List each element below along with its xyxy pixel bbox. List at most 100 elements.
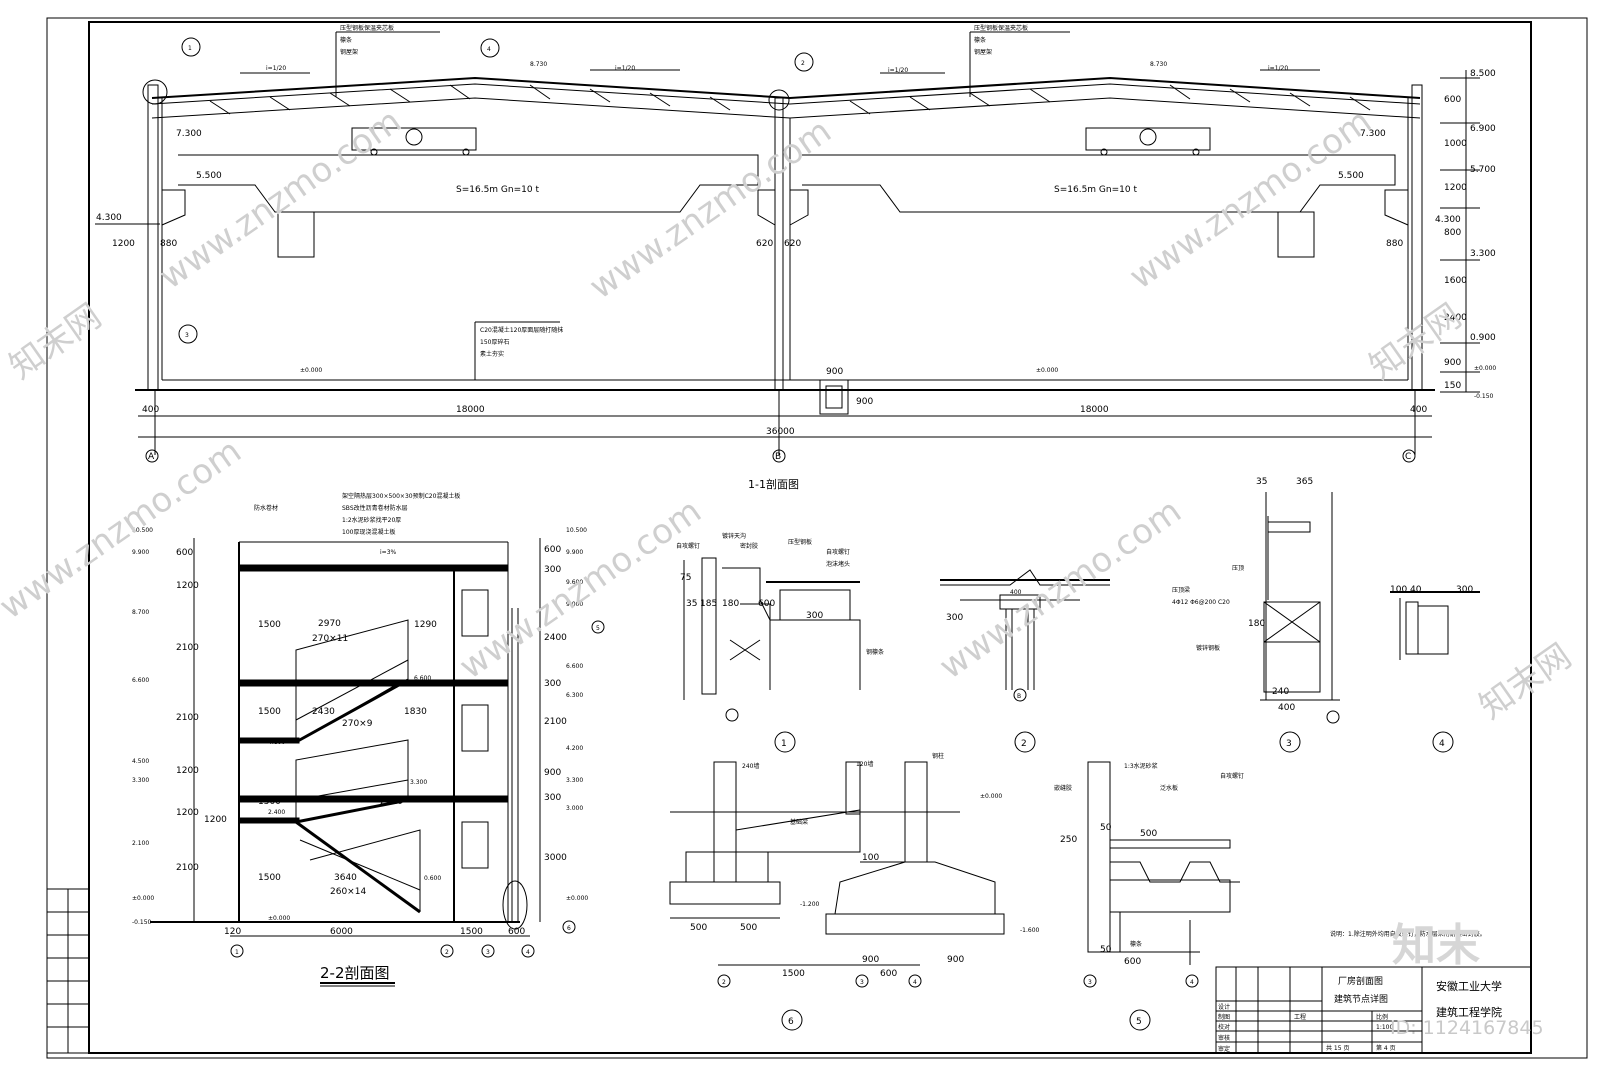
d1-dim-4: 600 <box>758 599 775 609</box>
floor-slab-3 <box>238 679 509 687</box>
window-3 <box>461 589 489 637</box>
axis-b: B <box>775 452 781 462</box>
st-dim-0: 1500 <box>258 620 281 630</box>
floor-slab-2 <box>238 795 509 803</box>
bay-dim-1: 18000 <box>456 405 485 415</box>
section-1-1 <box>95 31 1480 463</box>
roof22-note-1: SBS改性沥青卷材防水层 <box>342 504 408 512</box>
st-elev-0: 6.600 <box>414 675 431 682</box>
roof22-note-2: 1:2水泥砂浆找平20厚 <box>342 516 401 524</box>
r22-elev-2: 9.600 <box>566 579 583 586</box>
tb-school-2: 建筑工程学院 <box>1436 1005 1502 1019</box>
d6-note-3: 基础梁 <box>790 818 808 826</box>
d5-note-1: 嵌缝胶 <box>1054 784 1072 792</box>
d3-dim-0: 35 <box>1256 477 1267 487</box>
d1-dim-1: 35 <box>686 599 697 609</box>
detail-1 <box>683 557 861 753</box>
tb-row-5: 工程 <box>1294 1013 1306 1021</box>
r-elev-4: 3.300 <box>1470 249 1496 259</box>
d5-dim-3: 50 <box>1100 945 1112 955</box>
bt-dim-1: 6000 <box>330 927 353 937</box>
tb-row-1: 制图 <box>1218 1013 1230 1021</box>
ridge-elev-left: 8.730 <box>530 61 547 68</box>
gutter-b <box>768 89 790 111</box>
d6-dim-6: 100 <box>862 853 879 863</box>
d5-note-4: 檩条 <box>1130 940 1142 948</box>
left-ext-dim: 1200 <box>204 815 227 825</box>
wm-cn-1: 知末网 <box>2 296 108 387</box>
d3-note-0: 压顶 <box>1232 565 1244 572</box>
r22-elev-5: 6.300 <box>566 692 583 699</box>
slope-2: i=1/20 <box>615 65 635 72</box>
r-dim-6: 900 <box>1444 358 1461 368</box>
tb-scale-value: 1:100 <box>1376 1024 1393 1031</box>
d6-dim-1: 500 <box>740 923 757 933</box>
l22-elev-7: ±0.000 <box>132 895 154 902</box>
outer-frame <box>46 17 1588 1059</box>
d5-note-2: 泛水板 <box>1160 784 1178 792</box>
roof22-note-3: 100厚现浇混凝土板 <box>342 528 395 536</box>
d1-dim-0: 75 <box>680 573 691 583</box>
d5-dim-1: 50 <box>1100 823 1112 833</box>
floor-note-0: C20混凝土120厚面层随打随抹 <box>480 326 563 334</box>
slope-22: i=3% <box>380 549 397 556</box>
st-dim-4: 1500 <box>258 707 281 717</box>
detail-3 <box>1260 492 1340 753</box>
column-a <box>147 84 159 391</box>
window-2 <box>461 704 489 752</box>
col-dim-4: 880 <box>1386 239 1403 249</box>
detail-2-label: 2 <box>1021 739 1027 749</box>
d1-note-2: 镀锌天沟 <box>722 532 746 540</box>
d3-dim-1: 365 <box>1296 477 1313 487</box>
callout-6: 6 <box>567 925 571 932</box>
r-elev-7: -0.150 <box>1474 393 1494 400</box>
crane-label-right: S=16.5m Gn=10 t <box>1054 185 1137 195</box>
d3-note-3: 镀锌钢板 <box>1196 644 1220 652</box>
l22-elev-1: 9.900 <box>132 549 149 556</box>
roof-note-1: 檩条 <box>340 36 352 44</box>
r22-elev-8: 3.000 <box>566 805 583 812</box>
parapet-note: 防水卷材 <box>254 504 278 512</box>
wm-site-5: www.znzmo.com <box>452 491 708 687</box>
wm-brand: 知末 <box>1392 920 1480 971</box>
st-dim-11: 3640 <box>334 873 357 883</box>
bay-dim-3: 400 <box>1410 405 1427 415</box>
title-block <box>1215 966 1532 1054</box>
r22-elev-9: ±0.000 <box>566 895 588 902</box>
ax22-1: 1 <box>235 949 239 956</box>
wm-id: ID: 1124167845 <box>1390 1017 1544 1039</box>
l22-dim-2: 2100 <box>176 643 199 653</box>
roof-note-r0: 压型钢板保温夹芯板 <box>974 24 1028 32</box>
st-elev-5: ±0.000 <box>268 915 290 922</box>
tb-row-0: 设计 <box>1218 1003 1230 1011</box>
detail-2 <box>940 569 1110 753</box>
d6-note-0: 240墙 <box>742 762 759 770</box>
bay-dim-0: 400 <box>142 405 159 415</box>
d6-axis-2: 2 <box>722 979 726 986</box>
st-dim-5: 2430 <box>312 707 335 717</box>
section-1-1-text: 1-1剖面图 S=16.5m Gn=10 t S=16.5m Gn=10 t i… <box>96 24 1496 491</box>
r22-dim-0: 600 <box>544 545 561 555</box>
d2-dim-1: 400 <box>1010 589 1022 596</box>
st-dim-10: 1500 <box>258 873 281 883</box>
d5-note-3: 自攻螺钉 <box>1220 772 1244 780</box>
d4-dim-2: 300 <box>1456 585 1473 595</box>
callout-3: 3 <box>185 332 189 339</box>
d2-dim-0: 300 <box>946 613 963 623</box>
col-dim-0: 1200 <box>112 239 135 249</box>
st-elev-2: 3.300 <box>410 779 427 786</box>
detail-1-label: 1 <box>781 739 787 749</box>
st-dim-9: 2910 <box>380 797 403 807</box>
d5-axis-4: 4 <box>1190 979 1194 986</box>
r-dim-0: 600 <box>1444 95 1461 105</box>
detail-5 <box>1083 761 1240 1031</box>
r22-elev-6: 4.200 <box>566 745 583 752</box>
left-elev: 4.300 <box>96 213 122 223</box>
eave-elev-left: 7.300 <box>176 129 202 139</box>
detail-6 <box>669 761 1005 1031</box>
wm-site-2: www.znzmo.com <box>582 111 838 307</box>
d6-note-2: 钢柱 <box>932 752 944 760</box>
st-dim-12: 260×14 <box>330 887 366 897</box>
